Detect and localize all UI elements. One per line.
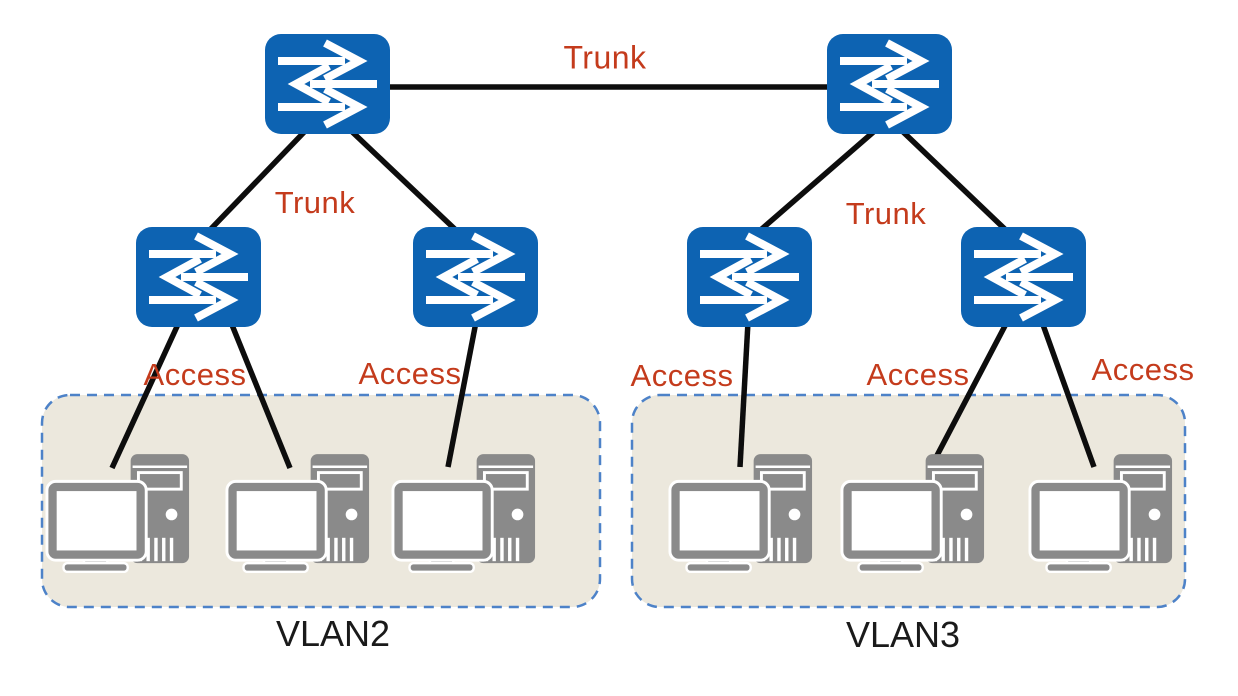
- core-switch-left-icon: [265, 34, 390, 134]
- trunk-label-left: Trunk: [274, 185, 356, 220]
- link-sw3-pc4: [737, 321, 751, 468]
- trunk-label-top: Trunk: [563, 39, 647, 76]
- access-label-5: Access: [1091, 352, 1195, 387]
- access-switch-1-icon: [136, 227, 261, 327]
- access-switch-4-icon: [961, 227, 1086, 327]
- access-switch-3-icon: [687, 227, 812, 327]
- vlan2-label: VLAN2: [275, 613, 391, 654]
- access-label-2: Access: [358, 356, 462, 391]
- core-switch-right-icon: [827, 34, 952, 134]
- link-sw4-pc6: [1039, 321, 1097, 468]
- access-label-1: Access: [143, 357, 247, 392]
- access-label-3: Access: [630, 358, 734, 393]
- link-coreleft-sw2: [344, 124, 462, 236]
- link-sw1-pc2: [227, 318, 293, 470]
- link-sw4-pc5: [929, 320, 1010, 467]
- link-sw1-pc1: [109, 318, 183, 470]
- access-label-4: Access: [866, 357, 970, 392]
- link-sw2-pc3: [445, 321, 479, 468]
- access-switch-2-icon: [413, 227, 538, 327]
- link-coreright-sw3: [754, 125, 880, 237]
- link-coreleft-sw1: [204, 124, 312, 236]
- link-coreright-sw4: [897, 126, 1012, 236]
- trunk-label-right: Trunk: [845, 196, 927, 231]
- vlan3-label: VLAN3: [845, 614, 961, 655]
